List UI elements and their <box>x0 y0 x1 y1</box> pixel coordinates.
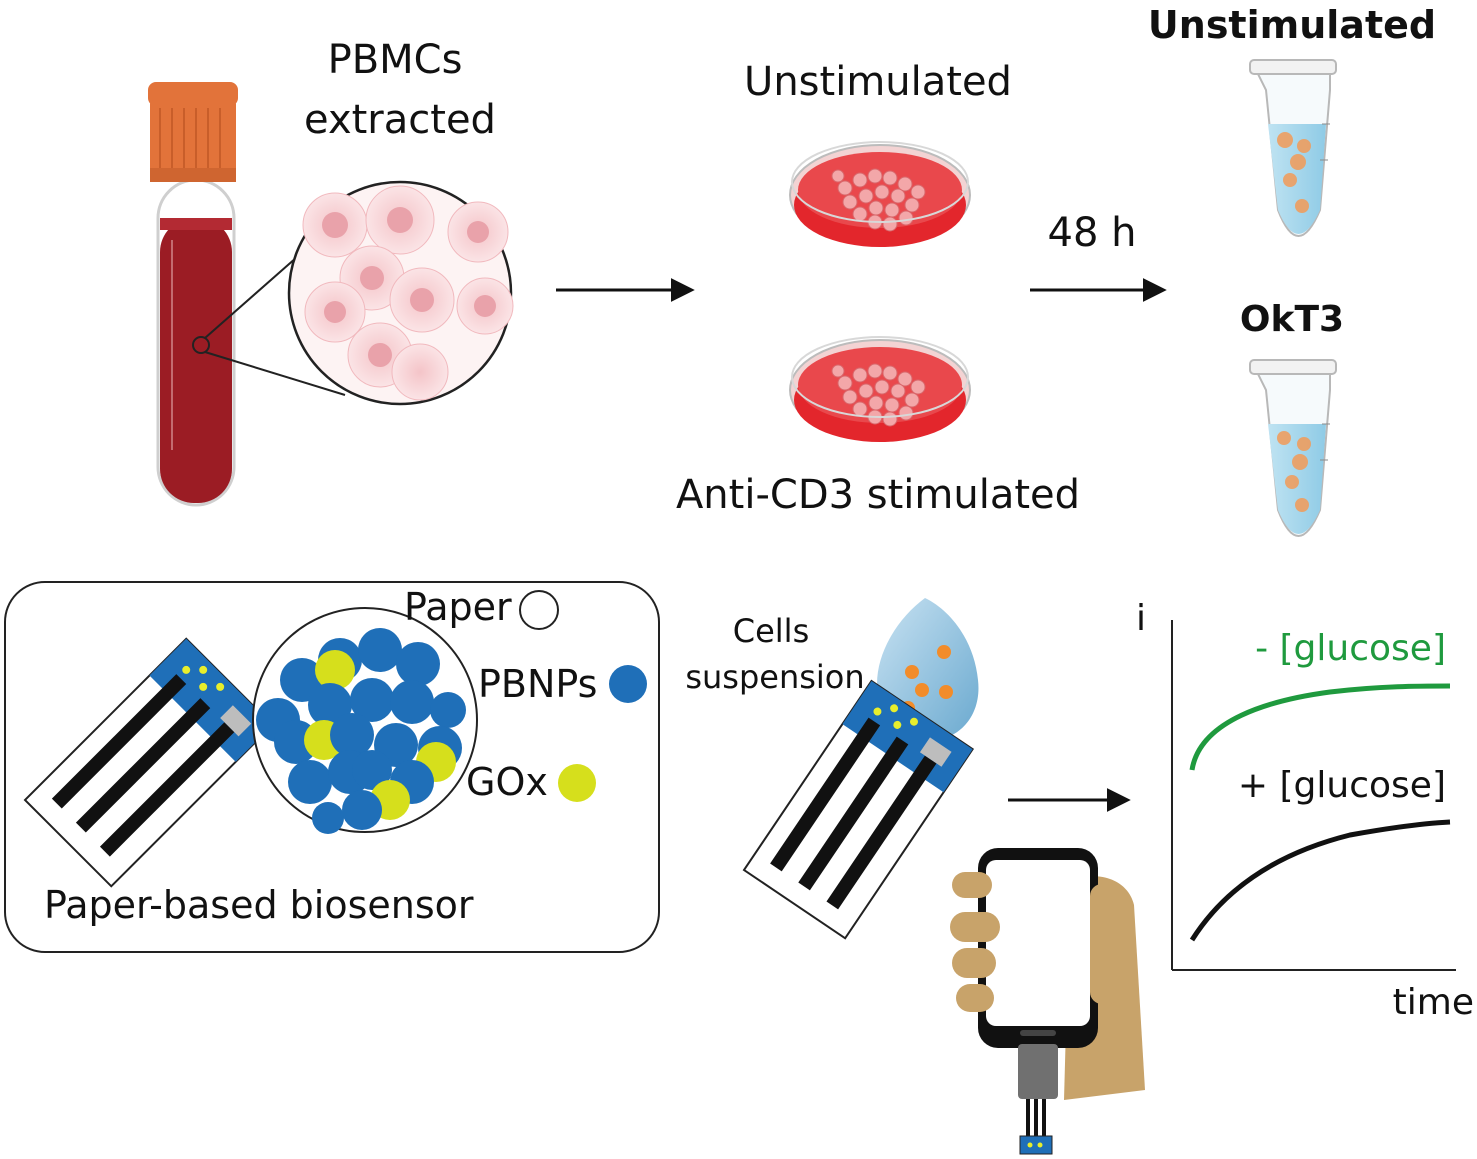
sensor-strip-with-sample <box>742 679 975 940</box>
cells-label-line1: Cells <box>733 612 809 650</box>
paper-strip <box>23 637 274 888</box>
curve-minus-glucose <box>1189 683 1451 771</box>
blood-tube <box>148 82 238 507</box>
eppendorf-tube-unstimulated <box>1249 59 1337 237</box>
hand-fingers <box>950 872 1120 1012</box>
smartphone-reader <box>950 848 1145 1155</box>
legend-paper-swatch <box>519 590 559 630</box>
tube-label-unstimulated: Unstimulated <box>1148 3 1436 47</box>
plot-y-label: i <box>1136 598 1146 639</box>
legend-pbnps-swatch <box>609 665 647 703</box>
result-plot: i time - [glucose] + [glucose] <box>1136 598 1474 1023</box>
petri-dish-unstimulated <box>789 141 971 247</box>
curve-plus-label: + [glucose] <box>1238 765 1446 806</box>
curve-minus-label: - [glucose] <box>1255 628 1446 669</box>
zoom-callout <box>192 180 514 406</box>
tube-cap <box>148 82 238 182</box>
tube-label-okt3: OkT3 <box>1240 299 1344 340</box>
plot-x-label: time <box>1393 982 1474 1023</box>
cells-label-line2: suspension <box>685 658 864 696</box>
eppendorf-tube-okt3 <box>1249 359 1337 537</box>
legend-paper-label: Paper <box>404 585 512 629</box>
dish-label-anti-cd3: Anti-CD3 stimulated <box>676 472 1080 518</box>
legend-gox-swatch <box>558 764 596 802</box>
legend-pbnps-label: PBNPs <box>478 662 597 706</box>
biosensor-caption: Paper-based biosensor <box>44 883 474 927</box>
biosensor-panel: Paper PBNPs GOx Paper-based biosensor <box>4 581 660 953</box>
incubation-time-label: 48 h <box>1048 210 1137 256</box>
pbmc-cells <box>302 185 514 401</box>
dish-label-unstimulated: Unstimulated <box>744 59 1012 105</box>
pbmcs-label-line2: extracted <box>304 97 496 143</box>
nanoparticle-zoom <box>252 607 478 834</box>
petri-dish-stimulated <box>789 336 971 442</box>
pbmcs-label-line1: PBMCs <box>328 37 463 83</box>
legend-gox-label: GOx <box>466 760 548 804</box>
curve-plus-glucose <box>1189 819 1451 942</box>
